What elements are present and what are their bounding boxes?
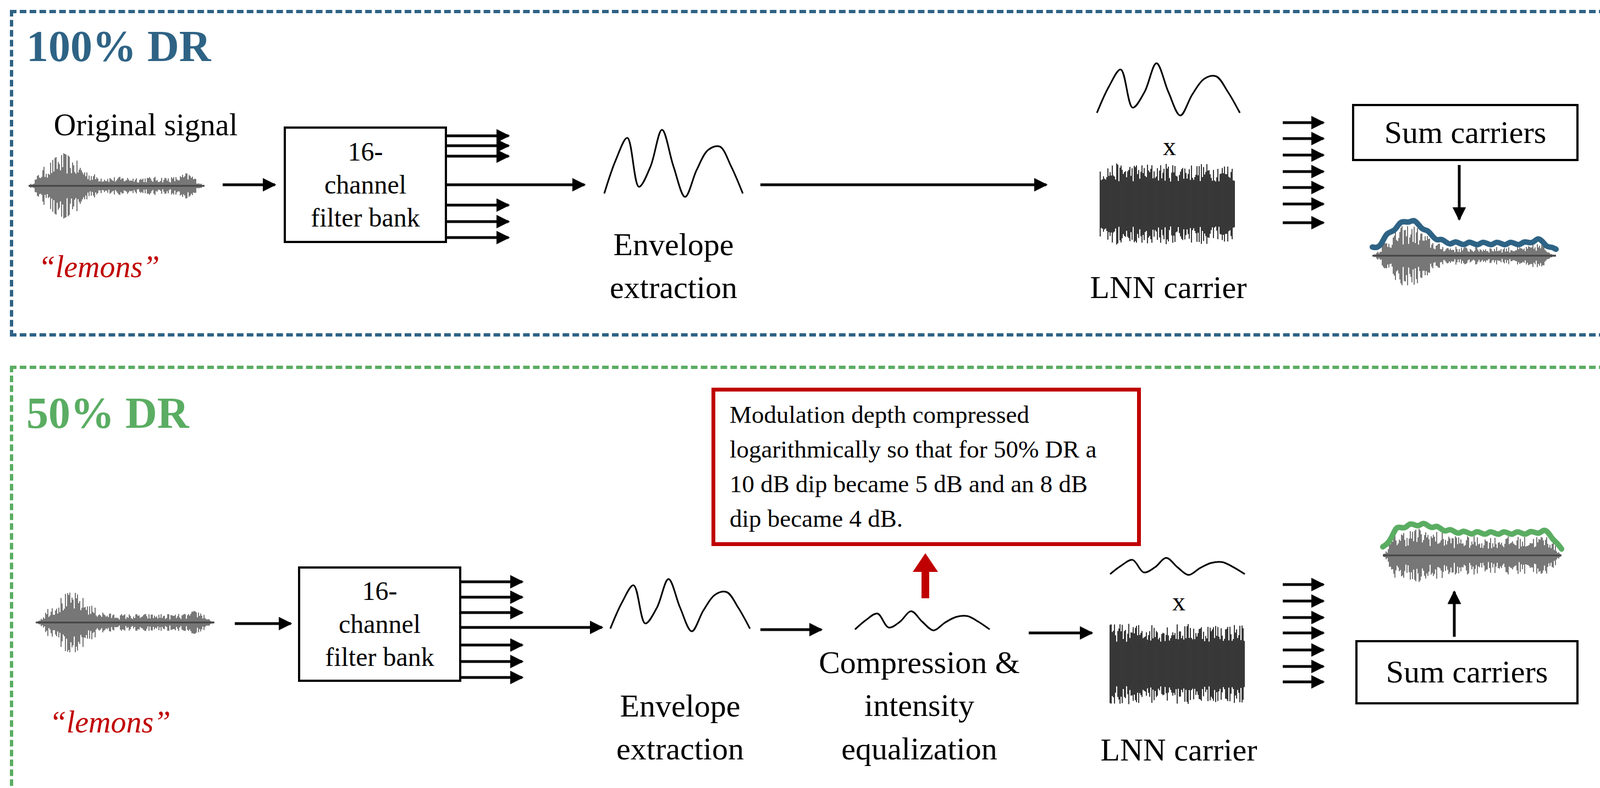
box-text: 16- channel filter bank	[309, 135, 422, 235]
callout-arrow	[912, 553, 939, 599]
sum-box: Sum carriers	[1355, 640, 1579, 705]
filter-bank-box: 16- channel filter bank	[298, 566, 462, 682]
arrow	[1282, 648, 1324, 652]
box-text: Sum carriers	[1386, 652, 1549, 693]
noise-carrier	[1110, 624, 1245, 705]
filter-bank-box: 16- channel filter bank	[283, 126, 448, 244]
note-box: Modulation depth compressed logarithmica…	[711, 387, 1141, 546]
speech-waveform	[28, 153, 205, 219]
word-label: “lemons”	[43, 701, 176, 744]
arrow	[447, 183, 585, 187]
envelope-wave	[610, 578, 750, 632]
output-waveform	[1372, 225, 1557, 286]
multiply-sign: x	[1162, 587, 1196, 617]
arrow	[461, 660, 523, 664]
arrow	[1282, 583, 1324, 587]
arrow	[461, 643, 523, 647]
condition-panel: 100% DR 16- channel filter bank Sum carrie…	[9, 9, 1600, 337]
sum-box: Sum carriers	[1352, 103, 1579, 162]
box-text: Modulation depth compressed logarithmica…	[729, 397, 1123, 537]
arrow	[1282, 599, 1324, 603]
arrow	[1282, 121, 1324, 125]
arrow	[222, 183, 275, 187]
word-label: “lemons”	[32, 246, 165, 289]
arrow	[1453, 591, 1456, 637]
arrow	[447, 144, 509, 148]
arrow	[1282, 616, 1324, 620]
arrow	[461, 611, 523, 615]
envelope-wave	[1096, 63, 1240, 116]
envelope-wave	[604, 129, 743, 197]
multiply-sign: x	[1152, 131, 1186, 162]
speech-waveform	[35, 592, 215, 653]
stage-label: LNN carrier	[1063, 728, 1295, 772]
arrow	[447, 236, 509, 240]
arrow	[1282, 153, 1324, 157]
output-waveform	[1382, 528, 1562, 583]
envelope-wave	[854, 611, 990, 631]
arrow	[760, 628, 822, 632]
arrow	[1458, 164, 1461, 220]
arrow	[1282, 137, 1324, 141]
arrow	[1282, 170, 1324, 174]
stage-label: Envelope extraction	[592, 684, 769, 771]
arrow	[461, 626, 603, 630]
arrow	[1028, 631, 1092, 635]
arrow	[447, 134, 509, 138]
arrow	[1282, 680, 1324, 684]
arrow	[1282, 186, 1324, 190]
arrow	[447, 155, 509, 158]
envelope-line	[1382, 523, 1562, 549]
envelope-wave	[1110, 557, 1245, 575]
panel-heading: 100% DR	[26, 24, 212, 69]
arrow	[1282, 221, 1324, 225]
arrow	[234, 622, 291, 626]
arrow	[461, 676, 523, 680]
box-text: Sum carriers	[1384, 112, 1547, 153]
condition-panel: 50% DR 16- channel filter bank Modulation …	[9, 365, 1600, 788]
stage-label: Compression & intensity equalization	[798, 641, 1041, 771]
arrow	[447, 203, 509, 207]
noise-carrier	[1100, 163, 1235, 245]
arrow	[447, 220, 509, 224]
signal-label: Original signal	[19, 104, 273, 147]
envelope-line	[1372, 220, 1557, 250]
arrow	[461, 580, 523, 584]
arrow	[1282, 665, 1324, 669]
arrow	[1282, 202, 1324, 206]
arrow	[760, 183, 1047, 187]
stage-label: LNN carrier	[1052, 266, 1284, 310]
arrow	[1282, 631, 1324, 635]
stage-label: Envelope extraction	[585, 223, 762, 310]
box-text: 16- channel filter bank	[323, 574, 437, 674]
panel-heading: 50% DR	[26, 390, 190, 435]
arrow	[461, 596, 523, 599]
